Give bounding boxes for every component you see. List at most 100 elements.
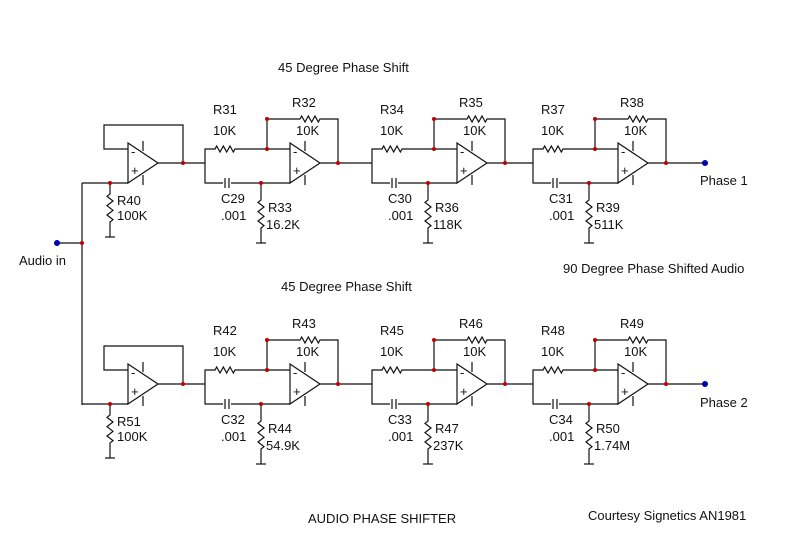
op-amp-symbol	[456, 141, 489, 185]
resistor	[585, 197, 593, 231]
junction-dot	[587, 402, 591, 406]
capacitor-ref: C29	[221, 191, 245, 206]
wire	[532, 163, 551, 184]
audio-in-label: Audio in	[19, 253, 66, 268]
schematic-title: AUDIO PHASE SHIFTER	[308, 511, 456, 526]
plus-sign: +	[621, 163, 629, 178]
junction-dot	[664, 161, 668, 165]
capacitor-value: .001	[549, 208, 574, 223]
resistor-value: 118K	[433, 217, 463, 232]
wire	[652, 118, 667, 163]
resistor	[624, 335, 652, 345]
resistor	[424, 197, 432, 231]
junction-dot	[664, 382, 668, 386]
resistor-ref: R48	[541, 323, 565, 338]
resistor-value: 16.2K	[266, 217, 300, 232]
credit-label: Courtesy Signetics AN1981	[588, 508, 746, 523]
resistor-ref: R46	[459, 316, 483, 331]
resistor	[211, 144, 239, 154]
junction-dot	[503, 161, 507, 165]
stage-label-bottom: 45 Degree Phase Shift	[281, 279, 412, 294]
plus-sign: +	[293, 384, 301, 399]
resistor-value: 10K	[380, 123, 403, 138]
plus-sign: +	[293, 163, 301, 178]
junction-dot	[336, 161, 340, 165]
capacitor-ref: C31	[549, 191, 573, 206]
junction-dot	[108, 181, 112, 185]
resistor-ref: R37	[541, 102, 565, 117]
resistor-ref: R36	[435, 200, 459, 215]
junction-dot	[181, 161, 185, 165]
capacitor-ref: C32	[221, 412, 245, 427]
junction-dot	[593, 117, 597, 121]
resistor-ref: R40	[117, 193, 141, 208]
resistor-value: 100K	[117, 208, 148, 223]
wire	[103, 345, 184, 384]
junction-dot	[593, 338, 597, 342]
resistor-ref: R38	[620, 95, 644, 110]
junction-dot	[265, 368, 269, 372]
resistor	[378, 144, 406, 154]
resistor	[463, 335, 491, 345]
resistor-value: 10K	[213, 344, 236, 359]
junction-dot	[108, 402, 112, 406]
junction-dot	[265, 338, 269, 342]
resistor-value: 10K	[296, 344, 319, 359]
resistor-value: 10K	[213, 123, 236, 138]
plus-sign: +	[621, 384, 629, 399]
capacitor-ref: C30	[388, 191, 412, 206]
capacitor-value: .001	[221, 429, 246, 444]
op-amp-symbol	[617, 141, 650, 185]
capacitor-ref: C33	[388, 412, 412, 427]
resistor-value: 10K	[624, 123, 647, 138]
wire	[491, 339, 506, 384]
resistor-value: 10K	[463, 123, 486, 138]
minus-sign: -	[131, 365, 135, 380]
labels: R40100KR3110KR3210KC29.001R3316.2KR3410K…	[117, 95, 647, 453]
resistor-value: 511K	[594, 217, 624, 232]
op-amp-symbol	[289, 141, 322, 185]
resistor-value: 10K	[541, 123, 564, 138]
resistor-value: 100K	[117, 429, 148, 444]
wire	[371, 148, 378, 163]
junction-dot	[181, 382, 185, 386]
resistor	[106, 191, 114, 225]
resistor	[539, 144, 567, 154]
resistor-value: 10K	[380, 344, 403, 359]
wire	[204, 163, 223, 184]
resistor-ref: R33	[268, 200, 292, 215]
resistor	[296, 335, 324, 345]
junction-dot	[426, 181, 430, 185]
wire	[324, 118, 339, 163]
junction-dot	[432, 338, 436, 342]
wire	[204, 384, 223, 405]
junction-dot	[336, 382, 340, 386]
op-amp-symbol	[127, 141, 160, 185]
capacitor-value: .001	[549, 429, 574, 444]
resistor	[106, 412, 114, 446]
op-amp-symbol	[456, 362, 489, 406]
junction-dot	[587, 181, 591, 185]
plus-sign: +	[460, 384, 468, 399]
resistor-value: 10K	[463, 344, 486, 359]
resistor-value: 54.9K	[266, 438, 300, 453]
resistor-ref: R47	[435, 421, 459, 436]
wire	[371, 384, 390, 405]
resistor-value: 237K	[433, 438, 464, 453]
wire	[204, 369, 211, 384]
resistor-ref: R39	[596, 200, 620, 215]
stage-label-top: 45 Degree Phase Shift	[278, 60, 409, 75]
audio-in-terminal	[54, 240, 60, 246]
resistor	[585, 418, 593, 452]
resistor-ref: R44	[268, 421, 292, 436]
resistor	[624, 114, 652, 124]
resistor-ref: R51	[117, 414, 141, 429]
shifted-audio-label: 90 Degree Phase Shifted Audio	[563, 261, 744, 276]
resistor	[378, 365, 406, 375]
resistor-ref: R32	[292, 95, 316, 110]
junction-dot	[432, 147, 436, 151]
wire	[204, 148, 211, 163]
junction-dot	[426, 402, 430, 406]
plus-sign: +	[460, 163, 468, 178]
